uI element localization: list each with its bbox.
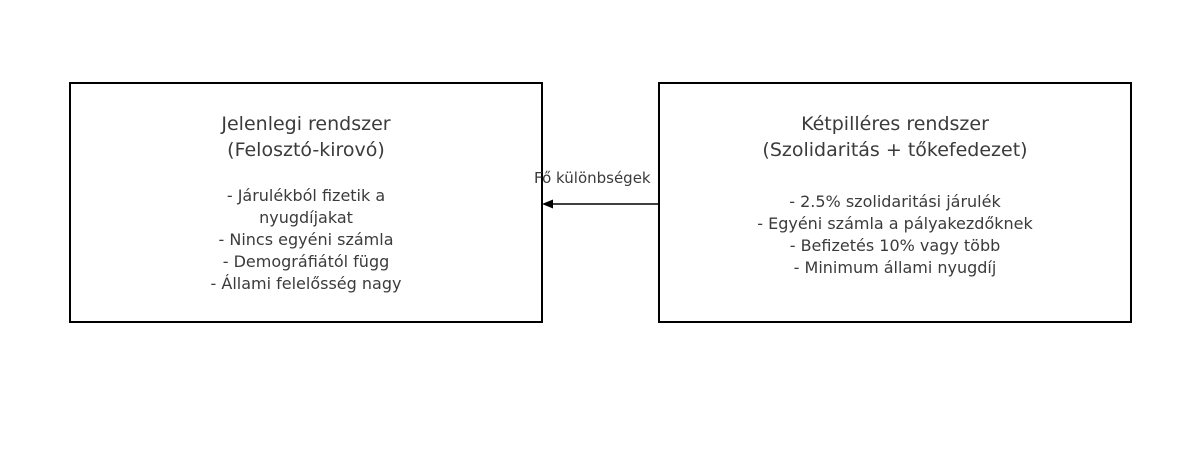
node-two-pillar-system-bullet-1: - 2.5% szolidaritási járulék	[789, 192, 1001, 211]
node-current-system-title: Jelenlegi rendszer (Felosztó-kirovó)	[221, 111, 390, 163]
node-current-system-bullet-2: - Nincs egyéni számla	[218, 230, 394, 249]
node-two-pillar-system-title-line-2: (Szolidaritás + tőkefedezet)	[762, 139, 1028, 161]
node-current-system-title-line-1: Jelenlegi rendszer	[221, 113, 391, 135]
node-current-system-bullet-1: - Járulékból fizetik a nyugdíjakat	[226, 186, 386, 227]
node-two-pillar-system-bullet-3: - Befizetés 10% vagy több	[789, 236, 1001, 255]
node-two-pillar-system-title: Kétpilléres rendszer (Szolidaritás + tők…	[762, 111, 1027, 163]
node-current-system-title-line-2: (Felosztó-kirovó)	[227, 139, 385, 161]
node-two-pillar-system-bullets: - 2.5% szolidaritási járulék - Egyéni sz…	[757, 191, 1033, 279]
connector-arrow	[534, 160, 674, 220]
node-two-pillar-system-title-line-1: Kétpilléres rendszer	[801, 113, 989, 135]
node-current-system[interactable]: Jelenlegi rendszer (Felosztó-kirovó) - J…	[69, 82, 543, 323]
arrow-left-icon	[542, 199, 660, 209]
node-two-pillar-system-bullet-2: - Egyéni számla a pályakezdőknek	[757, 214, 1033, 233]
node-current-system-bullet-4: - Állami felelősség nagy	[210, 274, 402, 293]
connector-label: Fő különbségek	[534, 169, 651, 187]
node-current-system-bullets: - Járulékból fizetik a nyugdíjakat - Nin…	[199, 185, 414, 295]
node-current-system-bullet-3: - Demográfiától függ	[222, 252, 390, 271]
node-two-pillar-system[interactable]: Kétpilléres rendszer (Szolidaritás + tők…	[658, 82, 1132, 323]
node-two-pillar-system-bullet-4: - Minimum állami nyugdíj	[793, 258, 997, 277]
